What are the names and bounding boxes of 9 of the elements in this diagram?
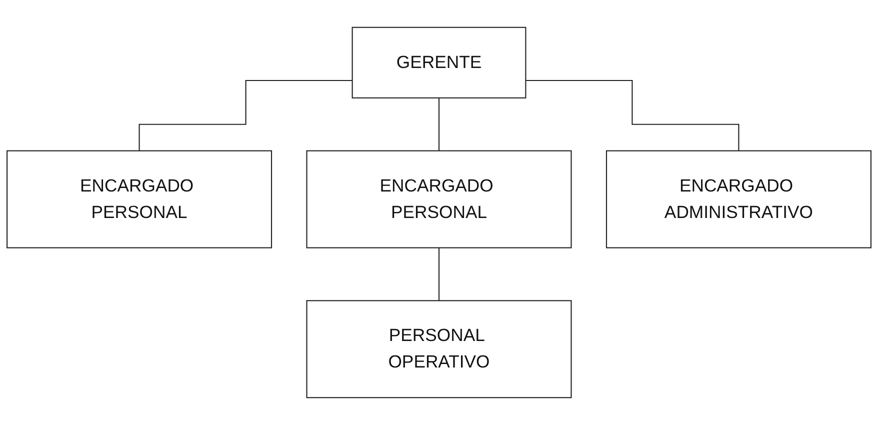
connector	[526, 80, 740, 152]
node-box: PERSONAL OPERATIVO	[306, 300, 572, 398]
node-box: ENCARGADO PERSONAL	[6, 150, 272, 248]
node-box: GERENTE	[352, 26, 526, 98]
node-box: ENCARGADO ADMINISTRATIVO	[606, 150, 872, 248]
connector	[138, 80, 352, 152]
node-box: ENCARGADO PERSONAL	[306, 150, 572, 248]
connector	[438, 97, 440, 152]
connector	[438, 247, 440, 302]
